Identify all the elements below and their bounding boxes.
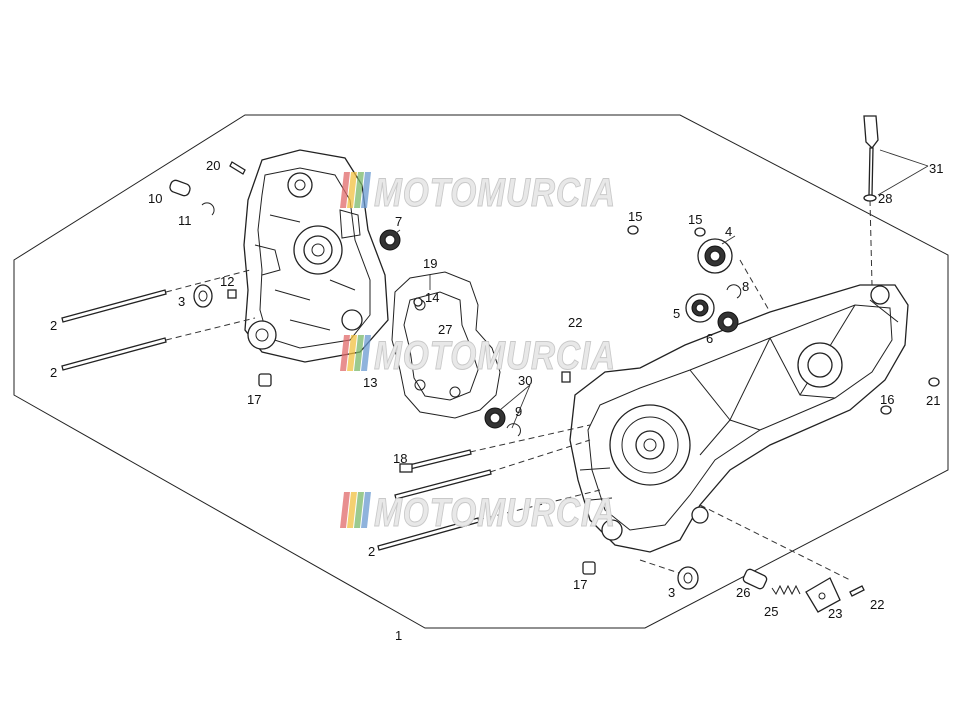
watermark: MOTOMURCIA [340, 171, 616, 216]
watermark-text: MOTOMURCIA [374, 171, 616, 215]
callout-22: 22 [568, 315, 582, 330]
callout-17: 17 [247, 392, 261, 407]
callout-21: 21 [926, 393, 940, 408]
callout-2: 2 [368, 544, 375, 559]
assembly-boundary [13, 114, 949, 629]
callout-17: 17 [573, 577, 587, 592]
leader-lines [391, 149, 929, 429]
gasket [391, 271, 501, 419]
watermark-stripe [354, 172, 364, 208]
callout-9: 9 [515, 404, 522, 419]
watermark-text: MOTOMURCIA [374, 491, 616, 535]
alignment-lines [165, 199, 873, 581]
callout-19: 19 [423, 256, 437, 271]
watermark-stripe [340, 172, 350, 208]
watermark-stripe [354, 492, 364, 528]
callout-14: 14 [425, 290, 439, 305]
callout-30: 30 [518, 373, 532, 388]
watermark: MOTOMURCIA [340, 334, 616, 379]
callout-23: 23 [828, 606, 842, 621]
callout-25: 25 [764, 604, 778, 619]
callout-8: 8 [742, 279, 749, 294]
callout-1: 1 [395, 628, 402, 643]
callout-13: 13 [363, 375, 377, 390]
watermark-stripe [354, 335, 364, 371]
callout-11: 11 [178, 213, 192, 228]
callout-2: 2 [50, 365, 57, 380]
watermark-stripe [340, 335, 350, 371]
watermark-stripe [361, 172, 371, 208]
callout-16: 16 [880, 392, 894, 407]
callout-15: 15 [688, 212, 702, 227]
callout-31: 31 [929, 161, 943, 176]
callout-15: 15 [628, 209, 642, 224]
callout-5: 5 [673, 306, 680, 321]
callout-22: 22 [870, 597, 884, 612]
watermark-stripe [347, 492, 357, 528]
callout-4: 4 [725, 224, 732, 239]
watermark-stripe [347, 335, 357, 371]
watermark-stripe [347, 172, 357, 208]
callout-27: 27 [438, 322, 452, 337]
callout-labels: 1 2 2 2 3 3 4 5 6 7 8 9 10 11 12 13 14 1… [50, 158, 943, 643]
callout-2: 2 [50, 318, 57, 333]
watermark-stripe [340, 492, 350, 528]
callout-6: 6 [706, 331, 713, 346]
callout-18: 18 [393, 451, 407, 466]
callout-3: 3 [178, 294, 185, 309]
callout-26: 26 [736, 585, 750, 600]
watermark-text: MOTOMURCIA [374, 334, 616, 378]
callout-12: 12 [220, 274, 234, 289]
watermark: MOTOMURCIA [340, 491, 616, 536]
callout-10: 10 [148, 191, 162, 206]
stud-bolts [61, 289, 492, 551]
callout-3: 3 [668, 585, 675, 600]
callout-20: 20 [206, 158, 220, 173]
watermark-stripe [361, 335, 371, 371]
callout-28: 28 [878, 191, 892, 206]
small-parts [169, 115, 940, 613]
right-crankcase-half [569, 284, 909, 553]
callout-7: 7 [395, 214, 402, 229]
watermark-stripe [361, 492, 371, 528]
